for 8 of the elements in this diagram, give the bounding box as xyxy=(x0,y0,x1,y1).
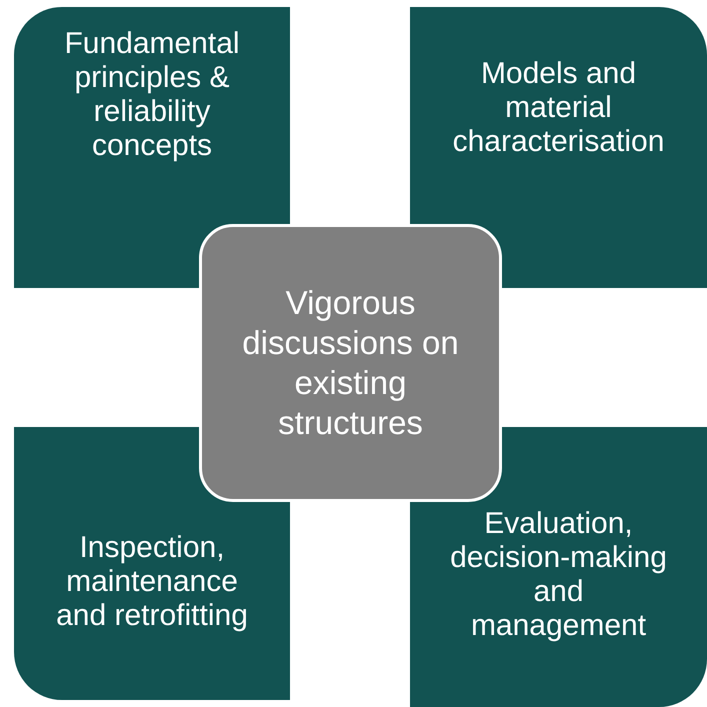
panel-text: Fundamental principles & reliability concepts xyxy=(63,27,241,163)
panel-text: Models and material characterisation xyxy=(452,57,666,159)
panel-text: Evaluation, decision-making and management xyxy=(449,507,668,643)
panel-text: Vigorous discussions on existing structures xyxy=(241,283,460,443)
quadrant-panel xyxy=(410,7,707,288)
panel-text: Inspection, maintenance and retrofitting xyxy=(55,531,249,633)
quadrant-panel xyxy=(14,7,290,288)
center-box xyxy=(199,224,502,502)
